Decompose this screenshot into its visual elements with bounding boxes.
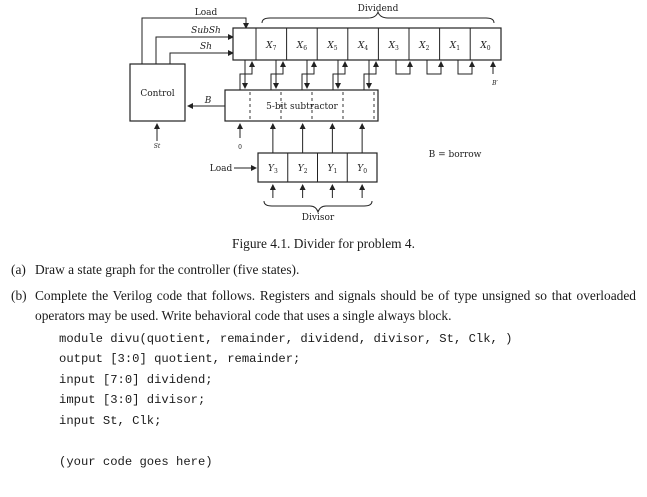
divisor-bit-2: Y2	[298, 164, 308, 175]
zero-label: 0	[238, 144, 242, 151]
borrow-note: B = borrow	[429, 150, 482, 160]
dividend-bit-2: X2	[418, 41, 429, 52]
question-a-label: (a)	[11, 262, 26, 277]
dividend-label: Dividend	[358, 4, 399, 14]
st-label: St	[154, 143, 161, 150]
dividend-bit-5: X5	[326, 41, 337, 52]
divisor-bit-0: Y0	[357, 164, 367, 175]
divider-diagram: Dividend Control Load SubSh Sh St X7 X6 X5…	[129, 4, 502, 223]
subtractor-output-wire	[363, 61, 379, 90]
code-line-3: input [7:0] dividend;	[59, 373, 213, 387]
dividend-bit-7: X7	[265, 41, 276, 52]
shift-wire	[395, 60, 413, 75]
code-placeholder: (your code goes here)	[59, 455, 213, 469]
control-box	[129, 63, 186, 122]
subtractor-output-wire	[270, 61, 286, 90]
divisor-bit-1: Y1	[327, 164, 337, 175]
dividend-bit-3: X3	[388, 41, 399, 52]
shift-wire	[457, 60, 475, 75]
load2-label: Load	[210, 164, 233, 174]
question-b-label: (b)	[11, 288, 27, 303]
shift-wire	[426, 60, 444, 75]
dividend-brace	[261, 10, 495, 24]
dividend-bit-0: X0	[479, 41, 490, 52]
sh-label: Sh	[200, 42, 212, 52]
dividend-bit-1: X1	[449, 41, 460, 52]
figure-caption: Figure 4.1. Divider for problem 4.	[232, 236, 415, 251]
b-label: B	[204, 96, 212, 106]
question-b: (b) Complete the Verilog code that follo…	[11, 286, 636, 326]
load-label: Load	[195, 8, 218, 18]
subtractor-label: 5-bit subtractor	[266, 102, 338, 112]
question-a: (a) Draw a state graph for the controlle…	[11, 260, 636, 280]
load-wire	[141, 17, 249, 64]
bprime-label: B′	[491, 80, 498, 87]
subsh-wire	[155, 34, 234, 64]
subtractor-output-wire	[332, 61, 348, 90]
divisor-label: Divisor	[302, 213, 335, 223]
code-line-4: imput [3:0] divisor;	[59, 393, 206, 407]
dividend-bit-4: X4	[357, 41, 368, 52]
divisor-bit-3: Y3	[268, 164, 278, 175]
subsh-label: SubSh	[191, 26, 221, 36]
subtractor-output-wire	[301, 61, 317, 90]
subtractor-output-wire	[239, 61, 255, 90]
question-b-text: Complete the Verilog code that follows. …	[35, 288, 636, 323]
dividend-register	[232, 27, 502, 61]
dividend-bit-6: X6	[296, 41, 307, 52]
code-line-5: input St, Clk;	[59, 414, 162, 428]
question-a-text: Draw a state graph for the controller (f…	[35, 262, 300, 277]
code-line-2: output [3:0] quotient, remainder;	[59, 352, 301, 366]
sh-wire	[169, 50, 234, 64]
control-label: Control	[140, 89, 174, 99]
code-line-1: module divu(quotient, remainder, dividen…	[59, 332, 513, 346]
divisor-brace	[263, 200, 373, 214]
